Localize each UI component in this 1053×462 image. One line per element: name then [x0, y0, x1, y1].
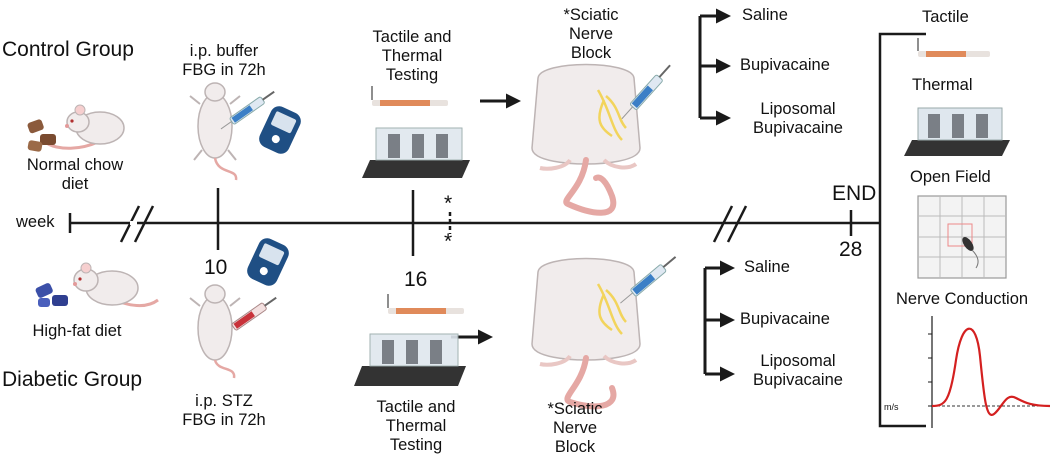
control-block-line-3: Block [570, 43, 612, 62]
nerve-block-syringe-diabetic [620, 256, 677, 304]
endpoint-nerve-conduction-label: Nerve Conduction [896, 290, 1029, 308]
buffer-syringe-icon [220, 90, 275, 130]
week-10-label: 10 [204, 256, 228, 279]
nerve-block-rat-diabetic [531, 257, 641, 410]
week-28-label: 28 [839, 238, 863, 261]
end-label: END [832, 182, 877, 205]
normal-chow-icon [27, 119, 56, 152]
diabetic-testing-line-2: Thermal [385, 416, 447, 435]
control-block-line-1: *Sciatic [563, 6, 619, 24]
diabetic-block-line-3: Block [554, 437, 596, 456]
nerve-block-rat-control [531, 63, 641, 216]
endpoint-open-field-label: Open Field [910, 168, 991, 186]
tactile-filament-icon-diabetic [387, 294, 464, 314]
thermal-endpoint-icon [904, 107, 1010, 156]
diabetic-testing-line-1: Tactile and [376, 398, 456, 416]
buffer-injection-label: i.p. buffer FBG in 72h [164, 42, 284, 80]
diabetic-saline-label: Saline [744, 258, 790, 276]
nerve-block-syringe-control [621, 64, 671, 120]
control-testing-line-1: Tactile and [372, 28, 452, 46]
control-liposomal-line-2: Bupivacaine [753, 118, 843, 137]
stz-injection-line-1: i.p. STZ [195, 392, 253, 410]
stz-injection-label: i.p. STZ FBG in 72h [164, 392, 284, 430]
thermal-apparatus-diabetic [354, 333, 466, 386]
buffer-injection-line-1: i.p. buffer [189, 42, 259, 60]
open-field-icon [917, 195, 1007, 279]
timeline-axis [68, 213, 880, 233]
diabetic-block-line-2: Nerve [552, 418, 597, 437]
highfat-chow-icon [35, 283, 68, 307]
diabetic-block-line-1: *Sciatic [547, 400, 603, 418]
control-bupivacaine-label: Bupivacaine [740, 56, 830, 74]
branch-diabetic [703, 260, 735, 382]
nerve-conduction-plot [928, 316, 1051, 428]
control-testing-line-3: Testing [385, 65, 439, 84]
nerve-conduction-waveform [931, 327, 1051, 417]
normal-chow-label-line-2: diet [61, 174, 89, 193]
timeline-ticks [216, 188, 853, 256]
timeline-break-left [119, 205, 155, 243]
control-testing-line-2: Thermal [381, 46, 443, 65]
control-nerve-block-label: *Sciatic Nerve Block [536, 6, 646, 63]
diabetic-testing-label: Tactile and Thermal Testing [358, 398, 474, 455]
control-saline-label: Saline [742, 6, 788, 24]
normal-chow-label: Normal chow diet [10, 156, 140, 194]
diabetic-liposomal-line-2: Bupivacaine [753, 370, 843, 389]
week-16-label: 16 [404, 268, 428, 291]
tactile-endpoint-icon [917, 38, 990, 57]
diabetic-liposomal-line-1: Liposomal [760, 352, 836, 370]
control-testing-label: Tactile and Thermal Testing [354, 28, 470, 85]
stz-injection-line-2: FBG in 72h [182, 410, 266, 429]
thermal-apparatus-control [362, 127, 470, 178]
diabetic-nerve-block-label: *Sciatic Nerve Block [520, 400, 630, 457]
endpoint-thermal-label: Thermal [912, 76, 973, 94]
glucometer-icon-diabetic [247, 238, 289, 286]
buffer-injection-line-2: FBG in 72h [182, 60, 266, 79]
timeline-break-right [712, 205, 748, 243]
endpoint-bracket [878, 32, 926, 428]
block-marker-bottom: * [444, 230, 453, 253]
diabetic-liposomal-label: Liposomal Bupivacaine [732, 352, 864, 390]
branch-control [698, 8, 731, 126]
control-group-title: Control Group [2, 38, 134, 61]
control-rat-icon [47, 104, 125, 150]
nerve-conduction-unit-label: m/s [884, 402, 899, 412]
control-block-line-2: Nerve [568, 24, 613, 43]
tactile-filament-icon-control [371, 86, 448, 106]
highfat-diet-label: High-fat diet [32, 322, 122, 340]
diabetic-rat-icon [73, 262, 159, 308]
control-liposomal-line-1: Liposomal [760, 100, 836, 118]
stz-syringe-icon [231, 296, 277, 331]
stz-injection-rat-icon [189, 284, 241, 379]
diabetic-bupivacaine-label: Bupivacaine [740, 310, 830, 328]
timeline-axis-label: week [16, 213, 55, 231]
normal-chow-label-line-1: Normal chow [26, 156, 124, 174]
diabetic-group-title: Diabetic Group [2, 368, 143, 391]
control-liposomal-label: Liposomal Bupivacaine [732, 100, 864, 138]
block-marker-top: * [444, 192, 453, 215]
endpoint-tactile-label: Tactile [922, 8, 969, 26]
glucometer-icon-control [259, 106, 301, 154]
diabetic-testing-line-3: Testing [389, 435, 443, 454]
buffer-injection-rat-icon [189, 82, 241, 181]
